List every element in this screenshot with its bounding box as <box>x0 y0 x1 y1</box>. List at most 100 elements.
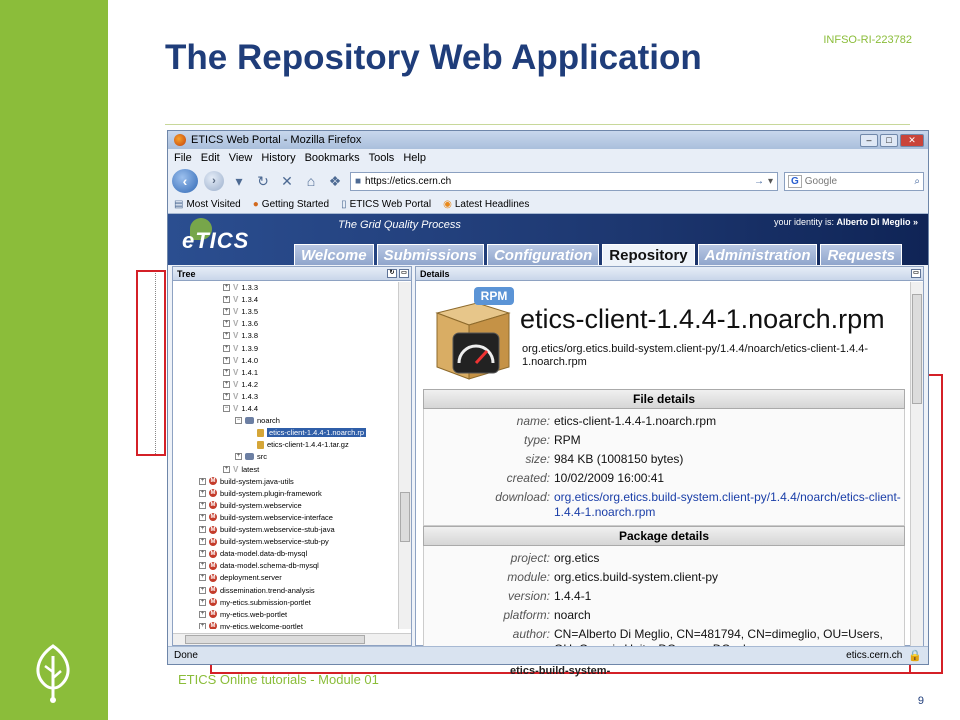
tree-item[interactable]: +etics-client-1.4.4-1.noarch.rp <box>247 427 367 438</box>
tree-scroll-thumb[interactable] <box>400 492 410 542</box>
bookmark-getting-started[interactable]: ●Getting Started <box>253 199 329 210</box>
tab-submissions[interactable]: Submissions <box>376 244 484 266</box>
close-icon[interactable]: ✕ <box>900 133 924 147</box>
addon-icon[interactable]: ❖ <box>328 172 342 189</box>
lock-icon[interactable]: 🔒 <box>908 650 922 662</box>
tab-configuration[interactable]: Configuration <box>486 244 600 266</box>
tree-hscroll-thumb[interactable] <box>185 635 365 644</box>
expand-icon[interactable]: + <box>223 356 230 364</box>
search-icon[interactable]: ⌕ <box>914 175 920 187</box>
collapse-icon[interactable]: − <box>235 417 242 425</box>
site-identity-icon[interactable]: ■ <box>355 175 362 187</box>
details-scroll-thumb[interactable] <box>912 294 922 404</box>
reload-icon[interactable]: ↻ <box>257 172 269 189</box>
collapse-icon[interactable]: − <box>223 405 230 412</box>
tree-item[interactable]: +etics-client-1.4.4-1.tar.gz <box>247 439 349 450</box>
expand-icon[interactable]: + <box>199 501 206 509</box>
bookmark-most-visited[interactable]: ▤Most Visited <box>174 199 241 210</box>
menu-history[interactable]: History <box>261 151 296 164</box>
expand-icon[interactable]: + <box>199 538 206 546</box>
bookmark-latest-headlines[interactable]: ◉Latest Headlines <box>443 199 529 210</box>
panel-maximize-icon[interactable]: ▭ <box>399 269 409 278</box>
menu-edit[interactable]: Edit <box>200 151 220 164</box>
menu-view[interactable]: View <box>228 151 253 164</box>
forward-arrow-icon[interactable]: › <box>204 171 224 191</box>
window-titlebar[interactable]: ETICS Web Portal - Mozilla Firefox – □ ✕ <box>168 131 928 149</box>
expand-icon[interactable]: + <box>199 489 206 497</box>
menu-help[interactable]: Help <box>403 151 426 164</box>
refresh-icon[interactable]: ↻ <box>387 269 397 278</box>
expand-icon[interactable]: + <box>223 392 230 400</box>
expand-icon[interactable]: + <box>199 610 206 618</box>
tree-vertical-scrollbar[interactable] <box>398 282 411 629</box>
expand-icon[interactable]: + <box>199 574 206 582</box>
expand-icon[interactable]: + <box>199 526 206 533</box>
expand-icon[interactable]: + <box>199 598 206 606</box>
search-input[interactable]: G Google ⌕ <box>784 171 924 191</box>
bookmark-etics-portal[interactable]: ▯ETICS Web Portal <box>341 199 431 210</box>
expand-icon[interactable]: + <box>199 550 206 558</box>
expand-icon[interactable]: + <box>199 562 206 570</box>
stop-icon[interactable]: ✕ <box>281 172 293 189</box>
expand-icon[interactable]: + <box>223 296 230 304</box>
tab-welcome[interactable]: Welcome <box>294 244 374 266</box>
dropdown-arrow-icon[interactable]: ▾ <box>235 172 243 189</box>
url-bar[interactable]: ■ https://etics.cern.ch → ▾ <box>350 171 778 191</box>
tree-horizontal-scrollbar[interactable] <box>173 633 411 645</box>
expand-icon[interactable]: + <box>223 465 230 473</box>
go-arrow-icon[interactable]: → <box>753 175 764 187</box>
home-icon[interactable]: ⌂ <box>306 173 316 189</box>
expand-icon[interactable]: + <box>199 477 206 485</box>
tree-item[interactable]: −noarch <box>235 415 280 426</box>
url-dropdown-icon[interactable]: ▾ <box>767 175 773 187</box>
tree-item[interactable]: +src <box>235 451 267 462</box>
expand-icon[interactable]: + <box>223 368 230 376</box>
expand-icon[interactable]: + <box>223 284 230 291</box>
expand-icon[interactable]: + <box>235 453 242 461</box>
tab-repository[interactable]: Repository <box>602 244 695 266</box>
menu-file[interactable]: File <box>174 151 192 164</box>
maximize-icon[interactable]: □ <box>880 133 898 147</box>
download-link[interactable]: org.etics/org.etics.build-system.client-… <box>554 490 901 519</box>
expand-icon[interactable]: + <box>199 622 206 629</box>
expand-icon[interactable]: + <box>223 344 230 352</box>
expand-icon[interactable]: + <box>223 380 230 388</box>
details-vertical-scrollbar[interactable] <box>910 282 923 646</box>
tab-administration[interactable]: Administration <box>697 244 818 266</box>
expand-icon[interactable]: + <box>199 513 206 521</box>
expand-icon[interactable]: + <box>223 332 230 340</box>
panel-maximize-icon[interactable]: ▭ <box>911 269 921 278</box>
menu-tools[interactable]: Tools <box>368 151 395 164</box>
identity-name[interactable]: Alberto Di Meglio » <box>836 217 918 227</box>
minimize-icon[interactable]: – <box>860 133 878 147</box>
google-icon[interactable]: G <box>788 174 802 188</box>
back-arrow-icon[interactable]: ‹ <box>172 169 198 193</box>
menu-bookmarks[interactable]: Bookmarks <box>304 151 360 164</box>
expand-icon[interactable]: + <box>223 308 230 316</box>
expand-icon[interactable]: + <box>199 586 206 594</box>
